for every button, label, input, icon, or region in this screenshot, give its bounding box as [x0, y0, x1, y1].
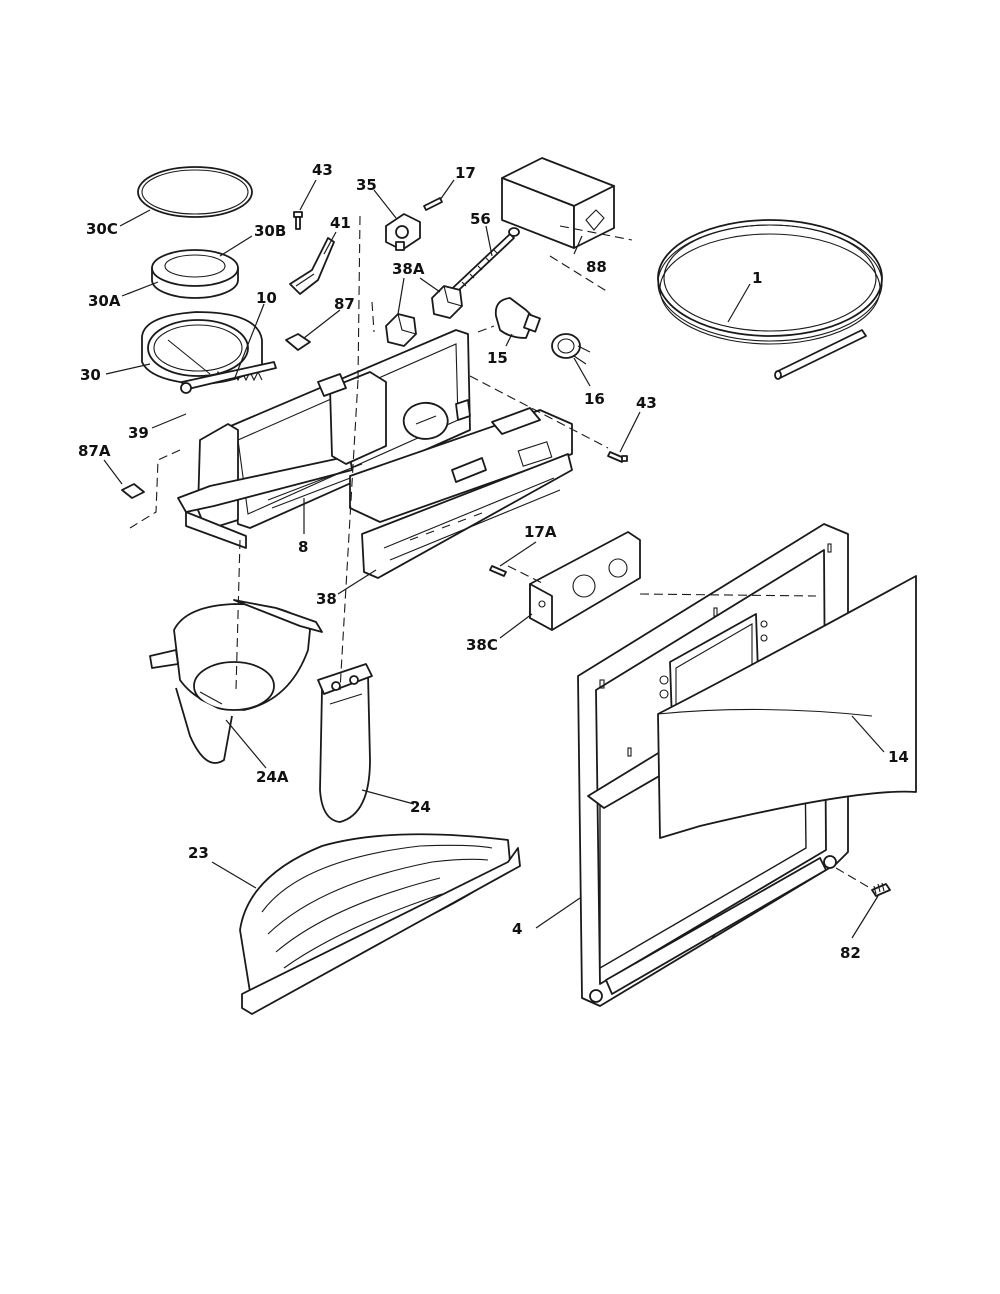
callout-43-top: 43 — [312, 161, 333, 179]
leader-lines — [103, 179, 885, 939]
part-17a-screw — [489, 565, 507, 577]
callout-88: 88 — [586, 258, 607, 276]
callout-10: 10 — [256, 289, 277, 307]
part-87a-clip — [121, 483, 145, 499]
callout-15: 15 — [487, 349, 508, 367]
part-38-control-board — [349, 407, 573, 579]
part-15-bulb — [494, 297, 541, 339]
callout-39: 39 — [128, 424, 149, 442]
part-1-tubing-coil — [657, 219, 883, 380]
callout-24: 24 — [410, 798, 431, 816]
part-23-drip-tray — [239, 833, 521, 1015]
callout-14: 14 — [888, 748, 909, 766]
callout-30b: 30B — [254, 222, 286, 240]
alignment-lines — [129, 215, 871, 889]
part-38a-switch-right — [431, 285, 463, 319]
part-8-dispenser-housing — [177, 329, 471, 549]
part-30c-seal-ring — [137, 166, 253, 218]
part-24-chute-door — [317, 663, 373, 823]
callout-1: 1 — [752, 269, 762, 287]
part-30a-cap — [151, 249, 239, 299]
callout-8: 8 — [298, 538, 308, 556]
part-30-ring-housing — [141, 311, 263, 385]
part-88-box-module — [501, 157, 615, 249]
callout-87a: 87A — [78, 442, 111, 460]
callout-30c: 30C — [86, 220, 118, 238]
part-41-bracket — [289, 237, 335, 295]
part-38a-switch-left — [385, 313, 417, 347]
callout-30: 30 — [80, 366, 101, 384]
callout-38c: 38C — [466, 636, 498, 654]
callout-43-right: 43 — [636, 394, 657, 412]
part-24a-ice-chute — [149, 599, 323, 764]
callout-24a: 24A — [256, 768, 289, 786]
callout-38a: 38A — [392, 260, 425, 278]
callout-4: 4 — [512, 920, 522, 938]
part-16-socket — [551, 333, 591, 365]
callout-56: 56 — [470, 210, 491, 228]
part-35-valve — [385, 213, 421, 251]
callout-38: 38 — [316, 590, 337, 608]
part-38c-bracket-plate — [529, 531, 641, 631]
part-14-front-panel — [657, 575, 917, 839]
callout-23: 23 — [188, 844, 209, 862]
part-43-screw-right — [607, 451, 628, 463]
callout-17a: 17A — [524, 523, 557, 541]
callout-16: 16 — [584, 390, 605, 408]
part-82-screw — [871, 882, 891, 897]
callout-30a: 30A — [88, 292, 121, 310]
part-43-screw-top — [293, 211, 303, 230]
callout-17: 17 — [455, 164, 476, 182]
callout-labels: 30C 30B 30A 30 39 10 43 41 87 87A 35 17 … — [78, 161, 909, 962]
part-39-rod — [180, 361, 277, 394]
callout-41: 41 — [330, 214, 351, 232]
callout-35: 35 — [356, 176, 377, 194]
callout-87: 87 — [334, 295, 355, 313]
part-17-screw — [423, 197, 443, 211]
callout-82: 82 — [840, 944, 861, 962]
